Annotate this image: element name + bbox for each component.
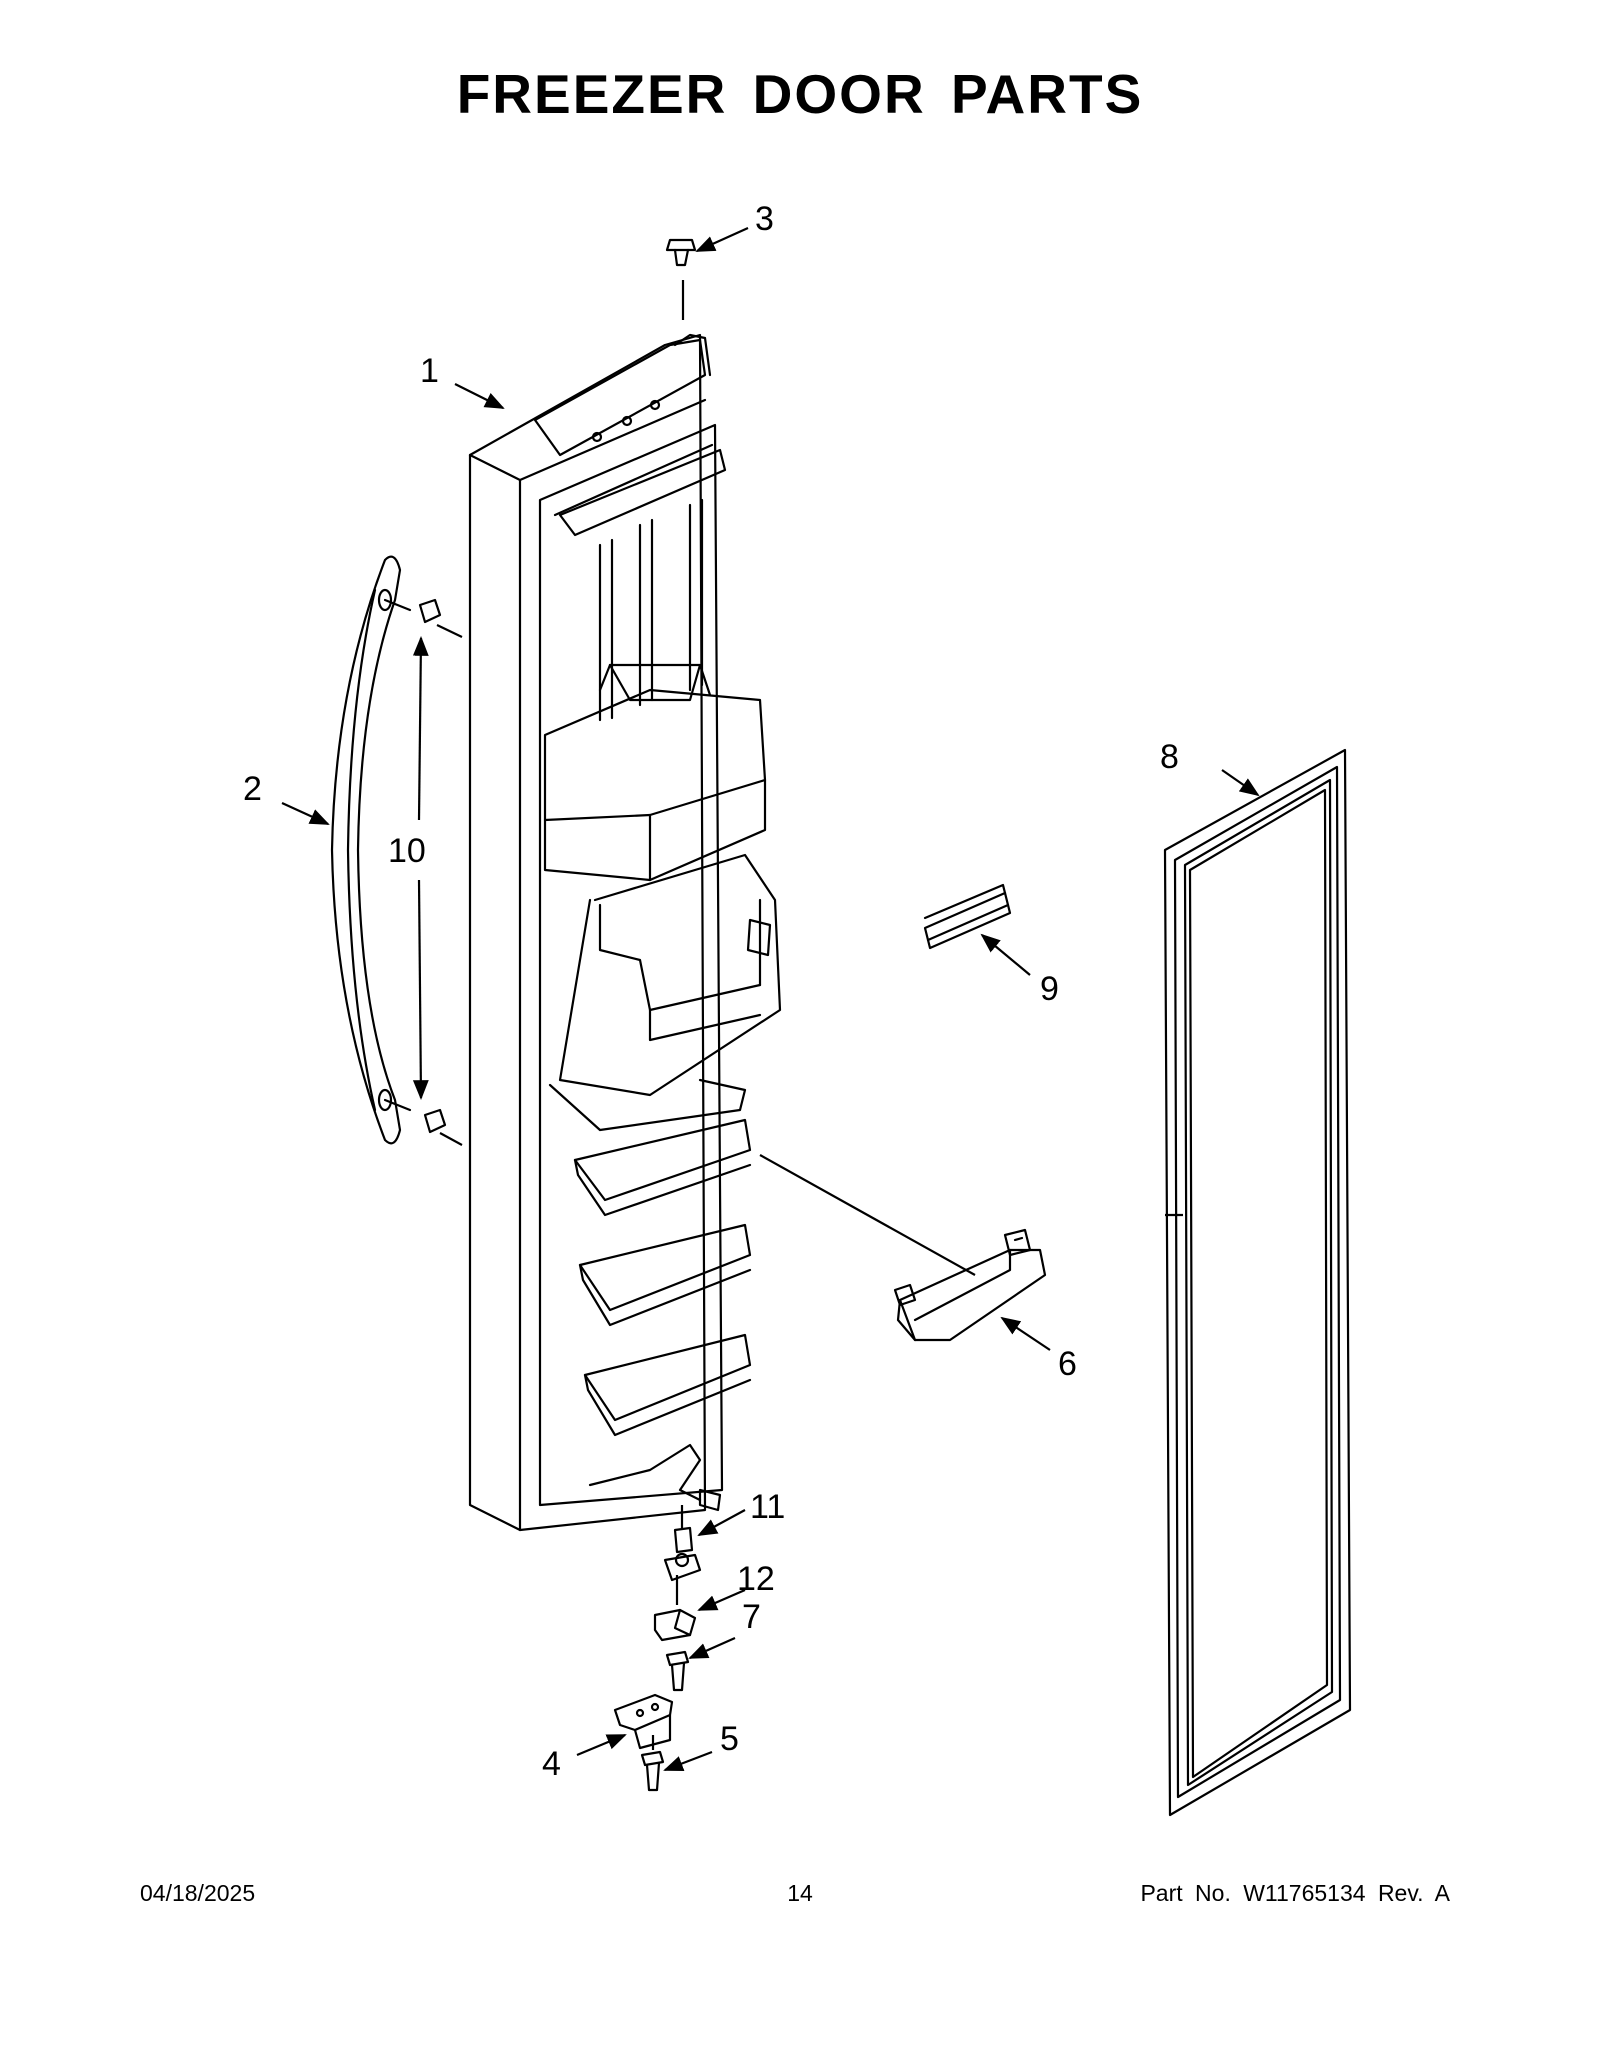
footer-date: 04/18/2025 xyxy=(140,1880,256,1906)
spacer-part xyxy=(653,1608,697,1642)
arrow-6 xyxy=(1000,1316,1051,1351)
callout-11: 11 xyxy=(750,1488,785,1526)
callout-3: 3 xyxy=(755,200,774,238)
arrow-11 xyxy=(697,1509,746,1536)
door-gasket-part xyxy=(1163,748,1352,1817)
bottom-hinge-part xyxy=(613,1693,674,1750)
callout-7: 7 xyxy=(742,1598,761,1636)
callout-9: 9 xyxy=(1040,970,1059,1008)
freezer-door-part xyxy=(468,333,782,1532)
arrow-8 xyxy=(1221,769,1260,797)
bottom-hinge-bushing-part xyxy=(663,1526,702,1582)
footer-page-number: 14 xyxy=(787,1880,813,1906)
footer-part-number: Part No. W11765134 Rev. A xyxy=(1140,1880,1450,1906)
hinge-mount-screw-part xyxy=(640,1750,665,1792)
arrow-4 xyxy=(576,1733,627,1757)
callout-10: 10 xyxy=(388,832,426,870)
callout-2: 2 xyxy=(243,770,262,808)
callout-5: 5 xyxy=(720,1720,739,1758)
callout-labels: 1 2 3 4 5 6 7 8 9 10 11 12 xyxy=(243,200,1179,1783)
arrow-10-down xyxy=(412,879,429,1100)
arrow-9 xyxy=(980,933,1031,976)
hinge-screw-part xyxy=(665,1650,690,1692)
callout-8: 8 xyxy=(1160,738,1179,776)
arrow-3 xyxy=(695,226,749,253)
handle-stud-part xyxy=(418,598,447,1134)
callout-12: 12 xyxy=(737,1560,775,1598)
callout-1: 1 xyxy=(420,352,439,390)
arrow-2 xyxy=(281,801,330,826)
door-bin-part xyxy=(893,1228,1047,1342)
arrow-12 xyxy=(697,1588,746,1612)
leader-lines xyxy=(281,226,1260,1772)
door-handle-part xyxy=(330,555,412,1145)
top-hinge-pin-part xyxy=(665,238,697,267)
arrow-7 xyxy=(688,1636,736,1660)
callout-4: 4 xyxy=(542,1745,561,1783)
arrow-5 xyxy=(663,1750,713,1772)
arrow-1 xyxy=(454,383,505,409)
arrow-10-up xyxy=(412,636,429,821)
callout-6: 6 xyxy=(1058,1345,1077,1383)
strip-part xyxy=(923,883,1012,950)
page-title: FREEZER DOOR PARTS xyxy=(456,63,1144,125)
